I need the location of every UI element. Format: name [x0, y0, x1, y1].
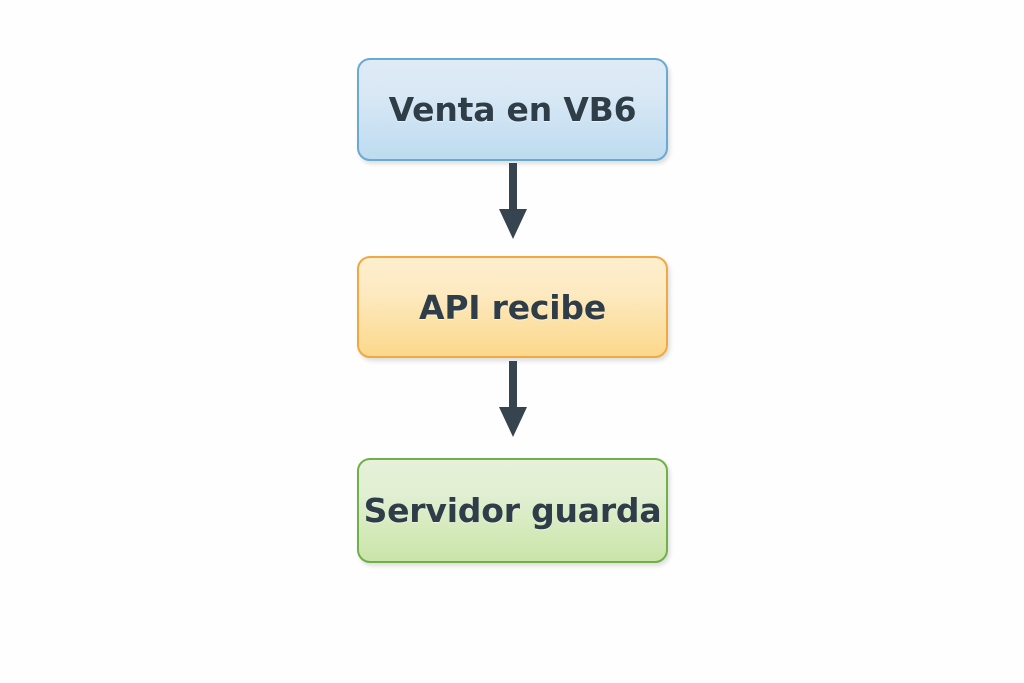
flow-node-api-recibe[interactable]: API recibe — [357, 256, 668, 358]
flow-node-label: API recibe — [418, 287, 607, 327]
flow-node-servidor-guarda[interactable]: Servidor guarda — [357, 458, 668, 563]
flow-arrow-down-icon — [499, 163, 527, 239]
flow-node-venta-en-vb6[interactable]: Venta en VB6 — [357, 58, 668, 161]
flow-node-label: Servidor guarda — [363, 491, 662, 530]
flow-node-label: Venta en VB6 — [388, 90, 637, 129]
flow-arrow-down-icon — [499, 361, 527, 437]
